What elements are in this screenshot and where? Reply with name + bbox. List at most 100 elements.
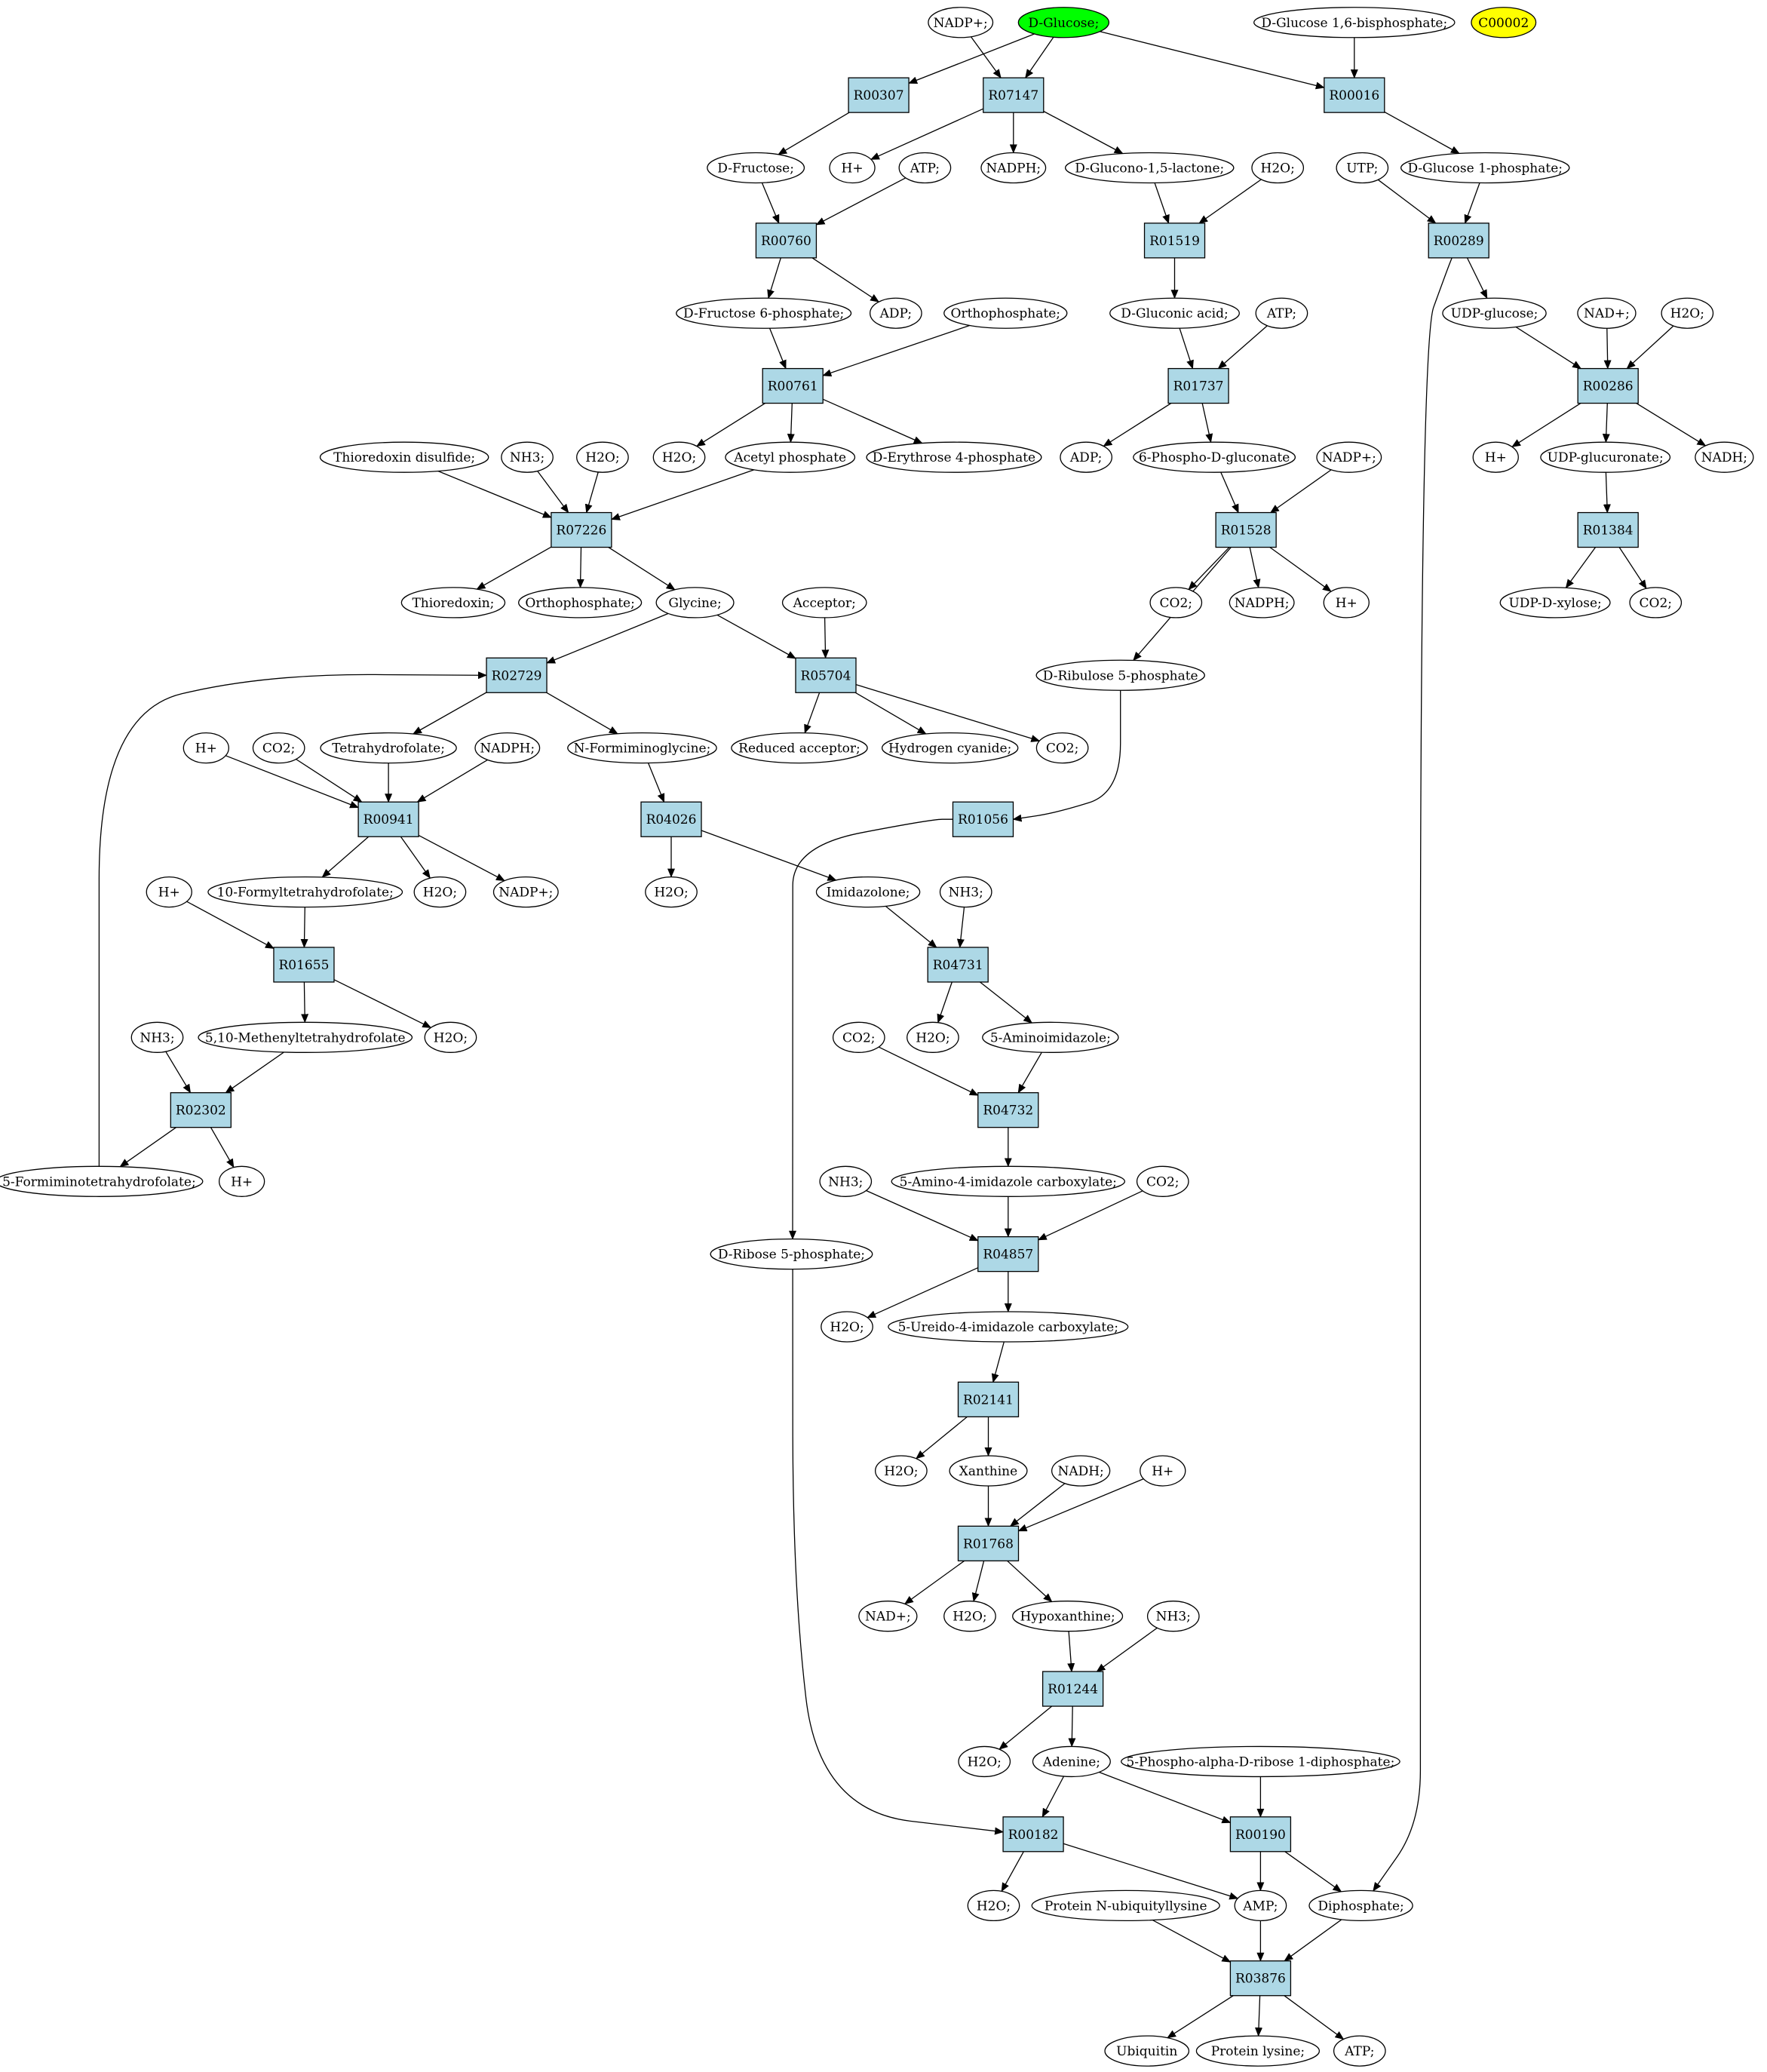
compound-label: H+ xyxy=(1485,450,1507,465)
edge-nadh-b-to-r01768 xyxy=(1010,1483,1066,1527)
compound-ellipse xyxy=(819,1165,873,1197)
reaction-box xyxy=(1167,367,1229,404)
reaction-box xyxy=(977,1236,1039,1272)
edge-r04857-to-h2o-i xyxy=(867,1267,979,1318)
compound-label: CO2; xyxy=(262,741,296,757)
reaction-box xyxy=(1577,367,1639,404)
edge-dfructose-to-r00760 xyxy=(761,183,780,224)
compound-label: H2O; xyxy=(423,886,457,901)
edge-r04731-to-aminoimid xyxy=(980,981,1033,1024)
compound-ellipse xyxy=(1577,297,1637,329)
compound-pgluconate: 6-Phospho-D-gluconate xyxy=(1133,441,1296,473)
edge-r04731-to-h2o-h xyxy=(937,981,953,1024)
reaction-box xyxy=(1002,1816,1064,1853)
compound-ellipse xyxy=(881,732,1019,764)
compound-label: D-Fructose; xyxy=(717,161,794,177)
edge-r00760-to-adp-a xyxy=(811,257,880,302)
compound-ellipse xyxy=(676,297,852,329)
compound-acceptor: Acceptor; xyxy=(781,587,867,619)
edge-r04026-to-imidazolone xyxy=(701,830,837,881)
edge-aminoimid-to-r04732 xyxy=(1017,1051,1042,1094)
compound-h-c: H+ xyxy=(1323,587,1370,619)
edge-h-e-to-r01655 xyxy=(186,901,275,949)
compound-label: NADPH; xyxy=(480,741,535,757)
compound-adp-a: ADP; xyxy=(870,297,922,329)
compound-ellipse xyxy=(424,1021,477,1053)
reaction-r07147: R07147 xyxy=(983,77,1045,113)
edge-r01528-to-co2-a xyxy=(1188,547,1230,591)
compound-label: Reduced acceptor; xyxy=(738,741,860,757)
compound-nformgly: N-Formiminoglycine; xyxy=(567,732,717,764)
compound-protubq: Protein N-ubiquityllysine xyxy=(1031,1889,1220,1922)
compound-ellipse xyxy=(707,152,805,184)
compound-ellipse xyxy=(1032,1745,1111,1778)
reaction-r02141: R02141 xyxy=(957,1381,1020,1418)
compound-atp-c: ATP; xyxy=(1333,2035,1386,2067)
compound-ellipse xyxy=(252,732,305,764)
reaction-label: R01655 xyxy=(279,958,330,973)
compound-ellipse xyxy=(710,1238,873,1270)
compound-label: H2O; xyxy=(662,450,696,465)
reaction-label: R02302 xyxy=(176,1104,226,1119)
compound-ellipse xyxy=(958,1745,1011,1778)
edge-r01768-to-nad-b xyxy=(903,1560,965,1604)
edge-r00190-to-diphosphate xyxy=(1284,1851,1342,1892)
edge-nh3-d-to-r04857 xyxy=(866,1189,979,1242)
compound-ellipse xyxy=(1149,587,1203,619)
compound-nad-a: NAD+; xyxy=(1577,297,1637,329)
compound-ellipse xyxy=(1104,2035,1190,2067)
compound-ellipse xyxy=(866,441,1042,473)
compound-ellipse xyxy=(781,587,867,619)
reaction-r00182: R00182 xyxy=(1002,1816,1064,1853)
compound-ellipse xyxy=(1540,441,1671,473)
compound-trxss: Thioredoxin disulfide; xyxy=(319,441,489,473)
compound-ortho-a: Orthophosphate; xyxy=(943,297,1068,329)
compound-nh3-e: NH3; xyxy=(1146,1601,1200,1632)
edge-adenine-to-r00190 xyxy=(1099,1771,1232,1824)
compound-label: Acceptor; xyxy=(793,596,856,611)
compound-label: H+ xyxy=(195,741,217,757)
compound-label: H2O; xyxy=(434,1030,468,1045)
compound-ellipse xyxy=(1400,152,1570,184)
compound-acetylp: Acetyl phosphate xyxy=(725,441,856,473)
compound-ellipse xyxy=(725,441,856,473)
compound-h-g: H+ xyxy=(1140,1455,1186,1487)
edge-r02729-to-nformgly xyxy=(546,692,618,735)
compound-label: ATP; xyxy=(910,161,940,177)
compound-nh3-c: NH3; xyxy=(130,1021,184,1053)
compound-label: Thioredoxin; xyxy=(412,596,494,611)
edge-r00941-to-formylthf xyxy=(321,836,370,878)
reaction-box xyxy=(1215,511,1277,548)
compound-udpxyl: UDP-D-xylose; xyxy=(1499,587,1611,619)
compound-ellipse xyxy=(1255,297,1308,329)
reaction-label: R04731 xyxy=(933,958,983,973)
compound-label: H2O; xyxy=(916,1030,949,1045)
compound-h2o-i: H2O; xyxy=(821,1311,873,1343)
compound-ellipse xyxy=(1060,441,1112,473)
compound-label: 5-Ureido-4-imidazole carboxylate; xyxy=(898,1320,1118,1335)
compound-ellipse xyxy=(1064,152,1235,184)
compound-label: 5-Phospho-alpha-D-ribose 1-diphosphate; xyxy=(1126,1754,1394,1770)
reaction-r00761: R00761 xyxy=(762,367,824,404)
compound-ellipse xyxy=(1012,1601,1124,1632)
edge-acceptor-to-r05704 xyxy=(821,617,830,659)
compound-ellipse xyxy=(829,152,876,184)
reaction-label: R00016 xyxy=(1329,88,1379,103)
compound-ellipse xyxy=(517,587,643,619)
edge-nadp-b-to-r01528 xyxy=(1269,469,1332,514)
reaction-label: R01384 xyxy=(1583,523,1634,539)
compound-dfructose: D-Fructose; xyxy=(707,152,805,184)
compound-label: Imidazolone; xyxy=(827,886,910,901)
compound-label: Protein N-ubiquityllysine xyxy=(1045,1899,1207,1914)
compound-nadh-b: NADH; xyxy=(1051,1455,1111,1487)
edge-hypoxanthine-to-r01244 xyxy=(1067,1631,1075,1673)
edge-r01737-to-adp-b xyxy=(1103,403,1172,447)
edge-gluconic-to-r01737 xyxy=(1179,327,1194,370)
edge-r01384-to-co2-b xyxy=(1618,547,1647,590)
compound-label: CO2; xyxy=(1146,1174,1180,1189)
compound-label: NAD+; xyxy=(865,1610,911,1625)
edge-r01655-to-methenylthf xyxy=(301,981,309,1024)
compound-protlys: Protein lysine; xyxy=(1195,2035,1321,2067)
edge-r00289-to-diphosphate xyxy=(1373,257,1453,1892)
compound-ellipse xyxy=(474,732,541,764)
